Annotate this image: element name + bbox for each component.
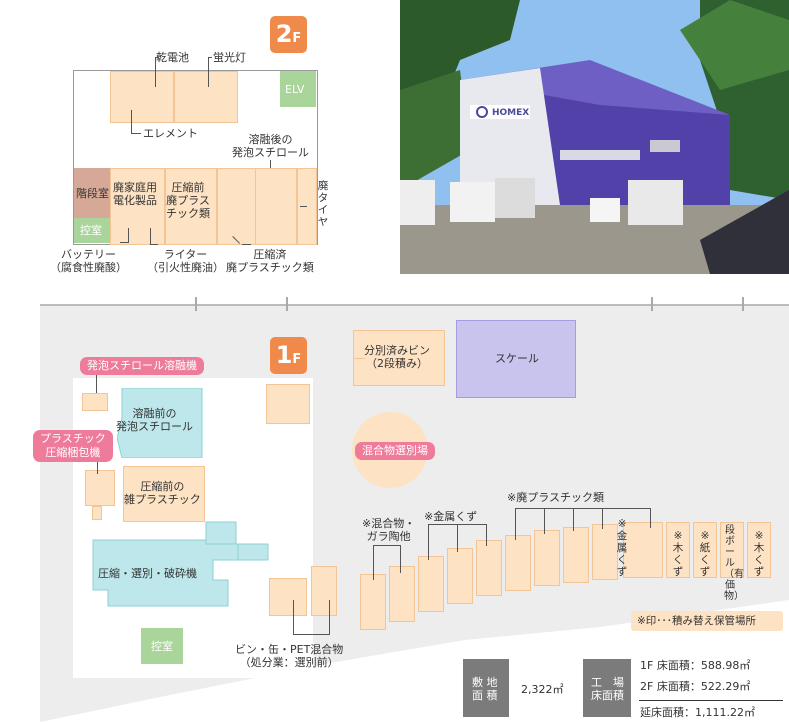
pre-compress-misc-label: 圧縮前の 雑プラスチック: [124, 480, 201, 506]
wood-v2-label: ※木くず: [753, 530, 765, 578]
battery-storage: [110, 71, 174, 123]
bin-4: [447, 548, 473, 604]
compressed-label: 圧縮済 廃プラスチック類: [226, 248, 314, 274]
bin-13: [720, 522, 744, 578]
bin-1: [360, 574, 386, 630]
bottle-can-pet-label: ビン・缶・PET混合物 （処分業：選別前）: [235, 643, 344, 669]
stairs-label: 階段室: [76, 187, 109, 200]
bin-5: [476, 540, 502, 596]
metal-v-label: ※金属くず: [616, 518, 628, 578]
wood-v-label: ※木くず: [672, 530, 684, 578]
bin-14: [747, 522, 771, 578]
pre-melt-foam-label: 溶融前の 発泡スチロール: [116, 407, 193, 433]
homex-sign: HOMEX: [492, 108, 529, 118]
plastic-baler-feed: [92, 506, 102, 520]
bin-2: [389, 566, 415, 622]
paper-v-label: ※紙くず: [699, 530, 711, 578]
plastic-baler: [85, 470, 115, 506]
bin-12: [693, 522, 717, 578]
building-photo-illustration: HOMEX: [400, 0, 789, 274]
battery-label: バッテリー （腐食性廃酸）: [50, 248, 127, 274]
precompress-storage: [165, 168, 217, 245]
floor-1f-badge: 1F: [270, 337, 307, 374]
compressed-storage: [217, 168, 297, 245]
waste-plastic-label: ※廃プラスチック類: [507, 491, 604, 504]
floor-2f-badge: 2F: [270, 16, 307, 53]
waiting-room-1f: [141, 628, 183, 664]
site-area-label-box: [463, 659, 509, 717]
fluorescent-label: 蛍光灯: [213, 51, 246, 64]
floor-2f-area: 2F 床面積：522.29㎡: [640, 680, 751, 693]
element-label: エレメント: [143, 127, 198, 140]
mixed-glass-label: ※混合物・ ガラ陶他: [362, 517, 416, 543]
mixed-sorting-tag: 混合物選別場: [355, 442, 435, 460]
legend-note-text: ※印･･･積み替え保管場所: [637, 615, 757, 627]
scale-label: スケール: [495, 352, 539, 365]
crusher-label: 圧縮・選別・破砕機: [98, 567, 197, 580]
legend-note: [631, 611, 783, 631]
bin-10: [623, 522, 663, 578]
pre-compress-misc-area: [123, 466, 205, 522]
metal-scrap-label: ※金属くず: [424, 510, 478, 523]
crusher-machine: [92, 521, 269, 607]
bin-11: [666, 522, 690, 578]
bin-8: [563, 527, 589, 583]
bottle-bin-2: [311, 566, 337, 616]
tire-label: 廃タイヤ: [317, 180, 329, 228]
total-floor-area: 延床面積：1,111.22㎡: [640, 706, 755, 719]
stairs-room: [74, 168, 110, 218]
foam-melter: [82, 393, 108, 411]
elevator-label: ELV: [285, 83, 305, 96]
lighter-label: ライター （引火性廃油）: [147, 248, 224, 274]
tire-storage: [297, 168, 317, 245]
foam-melter-tag: 発泡スチロール溶融機: [80, 357, 204, 375]
pre-melt-foam-area: [117, 388, 203, 458]
plastic-baler-tag: プラスチック 圧縮梱包機: [33, 430, 113, 462]
corner-bin: [266, 384, 310, 424]
appliance-label: 廃家庭用 電化製品: [113, 181, 157, 207]
bin-7: [534, 530, 560, 586]
cardboard-v-label: 段ボール（有価物）: [724, 525, 744, 602]
factory-area-label-box: [583, 659, 631, 717]
fluorescent-storage: [174, 71, 238, 123]
appliance-storage: [110, 168, 165, 245]
site-area-value: 2,322㎡: [521, 683, 564, 696]
bin-9: [592, 524, 618, 580]
bottle-bin-1: [269, 578, 307, 616]
bin-3: [418, 556, 444, 612]
scale: [456, 320, 576, 398]
waiting-1f-label: 控室: [151, 640, 173, 653]
precompress-label: 圧縮前 廃プラス チック類: [166, 181, 210, 220]
site-area-label: 敷 地 面 積: [472, 676, 498, 702]
waiting-2f-label: 控室: [80, 224, 102, 237]
elevator: [280, 71, 316, 107]
factory-area-label: 工 場 床面積: [591, 676, 624, 702]
sorted-bottles-label: 分別済みビン （2段積み）: [364, 344, 430, 370]
battery-top-label: 乾電池: [156, 51, 189, 64]
building-photo: HOMEX: [400, 0, 789, 274]
waiting-room-2f: [74, 218, 110, 243]
bin-6: [505, 535, 531, 591]
molten-foam-label: 溶融後の 発泡スチロール: [232, 133, 309, 159]
floor-1f-area: 1F 床面積：588.98㎡: [640, 659, 751, 672]
